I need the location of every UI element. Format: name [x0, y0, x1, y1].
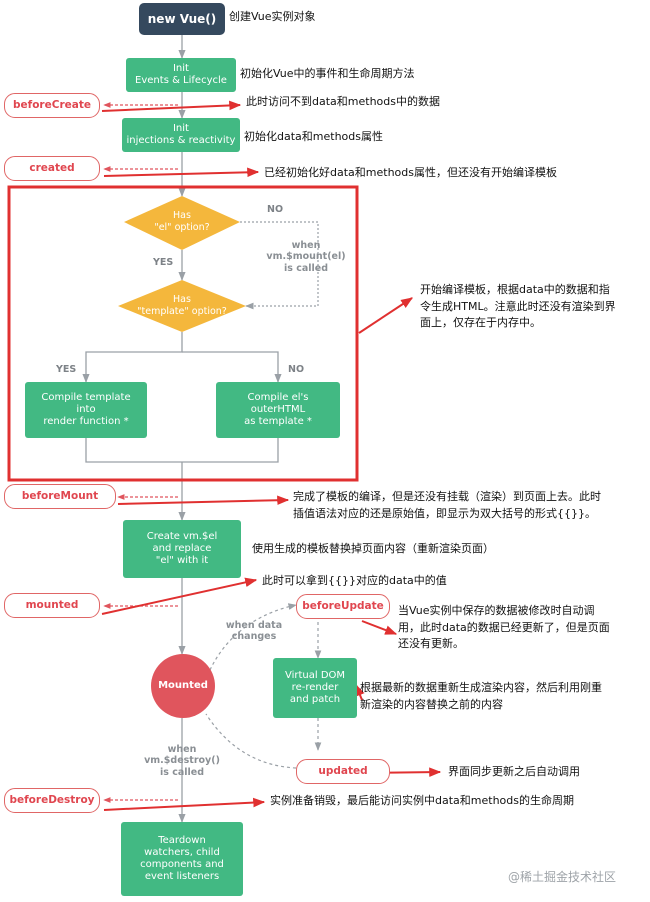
- note-before-destroy: 实例准备销毁，最后能访问实例中data和methods的生命周期: [270, 794, 574, 807]
- init-injections-box: Init injections & reactivity: [122, 118, 240, 152]
- has-el-label: Has "el" option?: [154, 210, 210, 233]
- when-mount-label: when vm.$mount(el) is called: [266, 240, 346, 274]
- note-before-mount: 完成了模板的编译，但是还没有挂载（渲染）到页面上去。此时 插值语法对应的还是原始…: [293, 490, 601, 520]
- has-el-diamond: [124, 196, 240, 250]
- mounted-circle: [151, 654, 215, 718]
- create-el-box: Create vm.$el and replace "el" with it: [123, 520, 241, 578]
- mounted-hook: mounted: [4, 593, 100, 618]
- no-el-loop: [240, 221, 319, 310]
- when-data-changes-label: when data changes: [225, 620, 283, 643]
- note-init-events: 初始化Vue中的事件和生命周期方法: [240, 67, 415, 80]
- before-update-hook: beforeUpdate: [296, 594, 390, 619]
- no-label-2: NO: [288, 364, 305, 375]
- when-destroy-label: when vm.$destroy() is called: [144, 744, 220, 778]
- mounted-circle-label: Mounted: [158, 680, 208, 691]
- has-template-label: Has "template" option?: [137, 294, 227, 317]
- before-create-hook: beforeCreate: [4, 93, 100, 118]
- main-flow-lines: [82, 35, 282, 823]
- yes-label-1: YES: [153, 257, 174, 268]
- note-before-update: 当Vue实例中保存的数据被修改时自动调 用，此时data的数据已经更新了，但是页…: [398, 604, 610, 650]
- note-virtual-dom: 根据最新的数据重新生成渲染内容，然后利用刚重 新渲染的内容替换之前的内容: [360, 681, 602, 711]
- created-hook: created: [4, 156, 100, 181]
- before-mount-hook: beforeMount: [4, 484, 116, 509]
- yes-label-2: YES: [56, 364, 77, 375]
- note-created: 已经初始化好data和methods属性，但还没有开始编译模板: [264, 166, 557, 179]
- note-updated: 界面同步更新之后自动调用: [448, 765, 580, 778]
- update-cycle: [205, 603, 322, 769]
- updated-hook: updated: [296, 759, 390, 784]
- compile-template-box: Compile template into render function *: [25, 382, 147, 438]
- note-init-injections: 初始化data和methods属性: [244, 130, 383, 143]
- compile-highlight-box: [7, 185, 359, 482]
- teardown-box: Teardown watchers, child components and …: [121, 822, 243, 896]
- note-compile: 开始编译模板，根据data中的数据和指 令生成HTML。注意此时还没有渲染到界 …: [420, 283, 616, 329]
- has-template-diamond: [118, 280, 246, 332]
- note-new-vue: 创建Vue实例对象: [229, 10, 316, 23]
- compile-el-box: Compile el's outerHTML as template *: [216, 382, 340, 438]
- init-events-box: Init Events & Lifecycle: [126, 58, 236, 92]
- note-create-el: 使用生成的模板替换掉页面内容（重新渲染页面）: [252, 542, 494, 555]
- before-destroy-hook: beforeDestroy: [4, 788, 100, 813]
- note-before-create: 此时访问不到data和methods中的数据: [246, 95, 440, 108]
- note-mounted: 此时可以拿到{{}}对应的data中的值: [262, 574, 447, 587]
- watermark: @稀土掘金技术社区: [508, 870, 617, 884]
- no-label-1: NO: [267, 204, 284, 215]
- new-vue-box: new Vue(): [139, 3, 225, 35]
- virtual-dom-box: Virtual DOM re-render and patch: [273, 658, 357, 718]
